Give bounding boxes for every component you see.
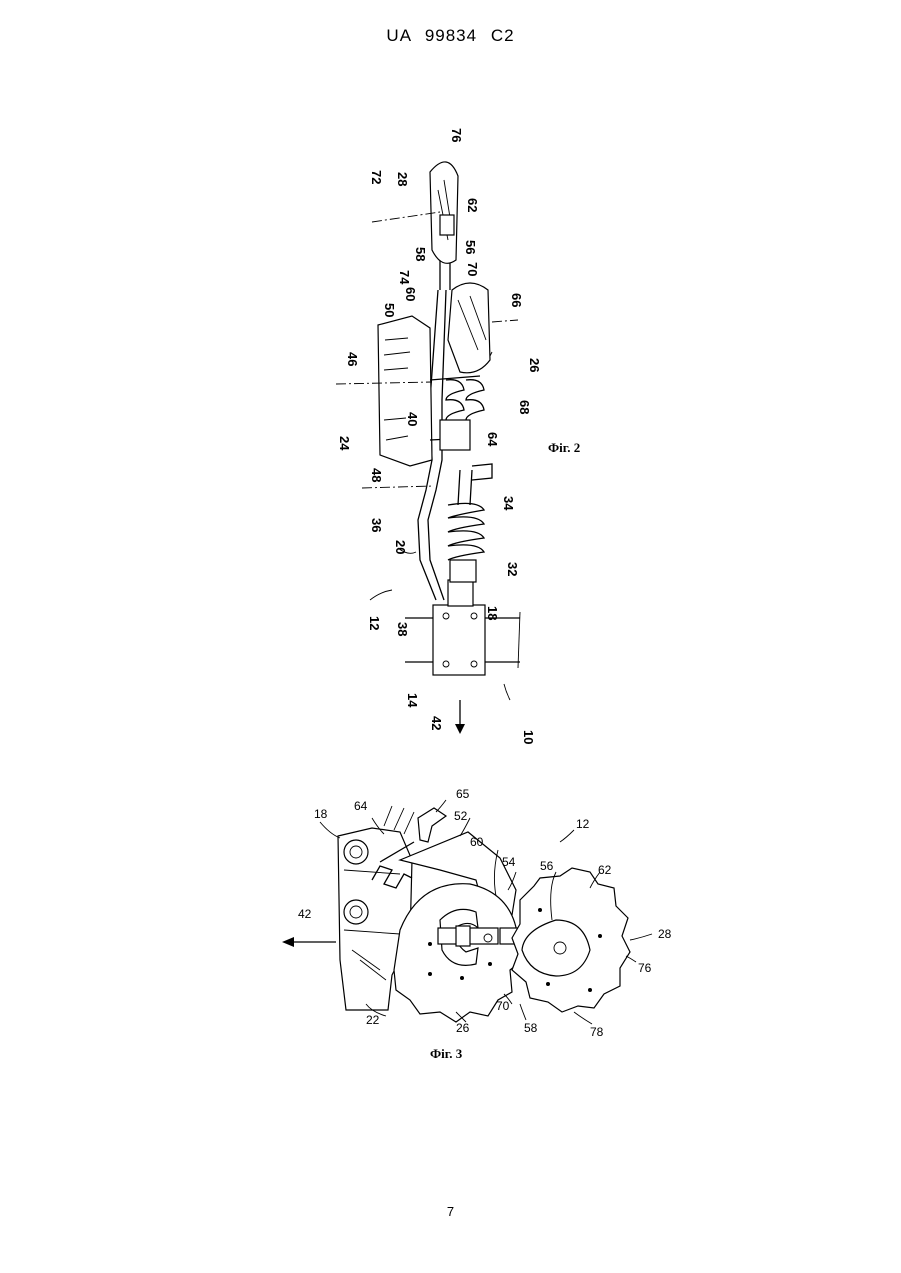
figure-2-label: 20 [393, 540, 408, 554]
figure-2-label: 66 [509, 293, 524, 307]
axis-36 [362, 486, 434, 488]
figure-2-label: 48 [369, 468, 384, 482]
figure-2-label: 72 [369, 170, 384, 184]
figure-2-label: 74 [397, 270, 412, 285]
figure-2-label: 56 [463, 240, 478, 254]
figure-2-label: 38 [395, 622, 410, 636]
bracket-65 [418, 808, 446, 842]
figure-2-label: 14 [405, 693, 420, 708]
figure-2-label: 32 [505, 562, 520, 576]
figure-2-label: 40 [405, 412, 420, 426]
figure-3-label: 70 [496, 999, 510, 1013]
axis-66 [492, 320, 518, 322]
figure-2-label: 46 [345, 352, 360, 366]
figure-2-label: 42 [429, 716, 444, 730]
figure-2-label: 58 [413, 247, 428, 261]
figure-3-label: 78 [590, 1025, 604, 1039]
figure-3-label: 22 [366, 1013, 380, 1027]
figure-3: 65 18 64 52 12 60 54 56 62 28 42 76 22 26 70 58 78 Фіг. … [282, 787, 672, 1061]
page-number: 7 [0, 1204, 901, 1219]
figure-3-label: 42 [298, 907, 312, 921]
figure-2-label: 36 [369, 518, 384, 532]
axis-72 [372, 212, 440, 222]
figure-3-label: 54 [502, 855, 516, 869]
figure-2-label: 50 [382, 303, 397, 317]
figure-2-label: 26 [527, 358, 542, 372]
figure-2-label: 10 [521, 730, 536, 744]
figure-3-caption: Фіг. 3 [430, 1046, 463, 1061]
figure-2-label: 76 [449, 128, 464, 142]
figure-3-label: 62 [598, 863, 612, 877]
figure-3-label: 64 [354, 799, 368, 813]
spring-32 [448, 503, 484, 582]
figure-2-label: 60 [403, 287, 418, 301]
wheel-24 [378, 316, 432, 466]
figure-2-label: 34 [501, 496, 516, 511]
figure-3-label: 65 [456, 787, 470, 801]
figure-2-label: 24 [337, 436, 352, 451]
figure-3-label: 12 [576, 817, 590, 831]
springs-64-68 [446, 380, 484, 420]
figure-2-label: 28 [395, 172, 410, 186]
figure-2-label: 62 [465, 198, 480, 212]
figure-2-label: 64 [485, 432, 500, 447]
figure-3-label: 56 [540, 859, 554, 873]
figure-3-label: 28 [658, 927, 672, 941]
figure-2-label: 70 [465, 262, 480, 276]
figure-2-label: 12 [367, 616, 382, 630]
figure-3-label: 60 [470, 835, 484, 849]
figure-3-label: 18 [314, 807, 328, 821]
figure-3-label: 52 [454, 809, 468, 823]
figure-2-label: 18 [485, 606, 500, 620]
figure-2-caption: Фіг. 2 [548, 440, 580, 455]
figure-3-label: 58 [524, 1021, 538, 1035]
figure-3-label: 76 [638, 961, 652, 975]
figure-2: 76 72 28 62 56 5874 70 66 60 50 26 46 40 68 64 24 48 34 36… [336, 128, 580, 744]
figure-2-label: 68 [517, 400, 532, 414]
figure-3-label: 26 [456, 1021, 470, 1035]
